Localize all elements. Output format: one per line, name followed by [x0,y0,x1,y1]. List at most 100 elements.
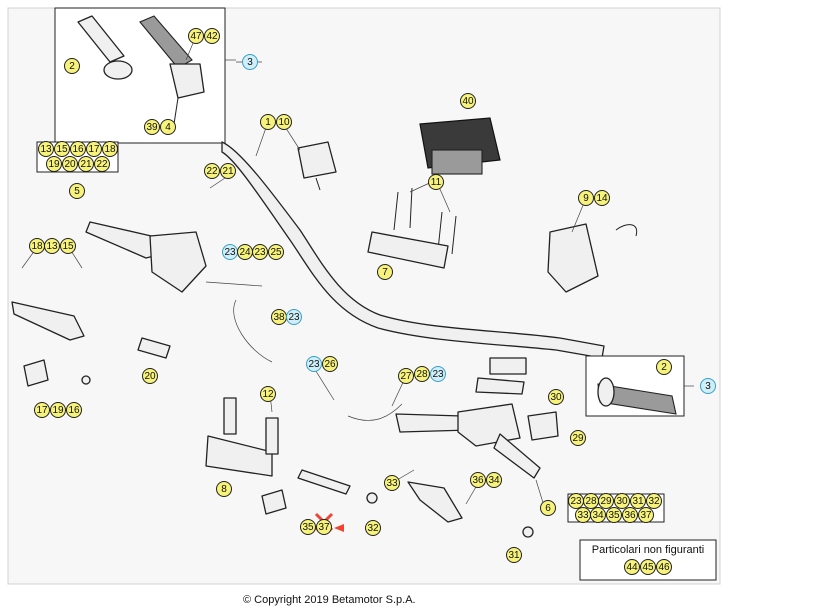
right-grip-throttle [139,15,205,125]
bolt-12b [265,417,279,455]
callout-32[interactable]: 32 [646,493,662,509]
callout-33[interactable]: 33 [384,475,400,491]
callout-24[interactable]: 24 [237,244,253,260]
callout-47[interactable]: 47 [188,28,204,44]
callout-17[interactable]: 17 [86,141,102,157]
callout-21[interactable]: 21 [78,156,94,172]
callout-29[interactable]: 29 [598,493,614,509]
callout-9[interactable]: 9 [578,190,594,206]
callout-label: 44 [626,562,638,573]
callout-label: 13 [40,144,52,155]
callout-37[interactable]: 37 [316,519,332,535]
callout-3[interactable]: 3 [700,378,716,394]
callout-23[interactable]: 23 [252,244,268,260]
callout-15[interactable]: 15 [54,141,70,157]
callout-label: 35 [302,522,314,533]
callout-18[interactable]: 18 [102,141,118,157]
lower-clamp [205,435,273,477]
callout-14[interactable]: 14 [594,190,610,206]
callout-21[interactable]: 21 [220,163,236,179]
callout-25[interactable]: 25 [268,244,284,260]
callout-23[interactable]: 23 [430,366,446,382]
callout-23[interactable]: 23 [222,244,238,260]
callout-31[interactable]: 31 [630,493,646,509]
callout-23[interactable]: 23 [286,309,302,325]
callout-5[interactable]: 5 [69,183,85,199]
lever-cap-2 [261,489,287,515]
callout-10[interactable]: 10 [276,114,292,130]
callout-22[interactable]: 22 [94,156,110,172]
callout-38[interactable]: 38 [271,309,287,325]
callout-7[interactable]: 7 [377,264,393,280]
callout-37[interactable]: 37 [638,507,654,523]
callout-22[interactable]: 22 [204,163,220,179]
callout-label: 30 [616,496,628,507]
callout-19[interactable]: 19 [46,156,62,172]
callout-31[interactable]: 31 [506,547,522,563]
callout-36[interactable]: 36 [470,472,486,488]
callout-26[interactable]: 26 [322,356,338,372]
callout-18[interactable]: 18 [29,238,45,254]
callout-label: 1 [265,117,271,128]
callout-12[interactable]: 12 [260,386,276,402]
callout-34[interactable]: 34 [590,507,606,523]
callout-40[interactable]: 40 [460,93,476,109]
rear-hose [347,403,403,421]
callout-36[interactable]: 36 [622,507,638,523]
callout-29[interactable]: 29 [570,430,586,446]
callout-label: 12 [262,389,274,400]
callout-2[interactable]: 2 [656,359,672,375]
master-cylinder-rear [457,403,521,447]
reservoir-cover [475,377,525,395]
callout-16[interactable]: 16 [70,141,86,157]
callout-2[interactable]: 2 [64,58,80,74]
callout-20[interactable]: 20 [142,368,158,384]
callout-28[interactable]: 28 [414,366,430,382]
callout-19[interactable]: 19 [50,402,66,418]
callout-1[interactable]: 1 [260,114,276,130]
callout-label: 22 [206,166,218,177]
callout-label: 3 [247,57,253,68]
callout-27[interactable]: 27 [398,368,414,384]
marker-arrow [334,524,344,532]
callout-label: 28 [585,496,597,507]
callout-11[interactable]: 11 [428,174,444,190]
callout-13[interactable]: 13 [38,141,54,157]
callout-32[interactable]: 32 [365,520,381,536]
callout-label: 15 [62,241,74,252]
callout-35[interactable]: 35 [606,507,622,523]
callout-44[interactable]: 44 [624,559,640,575]
callout-45[interactable]: 45 [640,559,656,575]
callout-23[interactable]: 23 [568,493,584,509]
callout-16[interactable]: 16 [66,402,82,418]
callout-label: 27 [400,371,412,382]
callout-label: 33 [386,478,398,489]
callout-label: 7 [382,267,388,278]
callout-15[interactable]: 15 [60,238,76,254]
callout-30[interactable]: 30 [614,493,630,509]
clamp-top [297,141,337,179]
callout-30[interactable]: 30 [548,389,564,405]
callout-13[interactable]: 13 [44,238,60,254]
callout-33[interactable]: 33 [575,507,591,523]
callout-39[interactable]: 39 [144,119,160,135]
callout-label: 35 [608,510,620,521]
callout-label: 42 [206,31,218,42]
clip-20 [137,337,171,359]
callout-20[interactable]: 20 [62,156,78,172]
callout-label: 2 [69,61,75,72]
callout-17[interactable]: 17 [34,402,50,418]
callout-42[interactable]: 42 [204,28,220,44]
callout-label: 40 [462,96,474,107]
callout-label: 20 [64,159,76,170]
callout-34[interactable]: 34 [486,472,502,488]
callout-8[interactable]: 8 [216,481,232,497]
callout-3[interactable]: 3 [242,54,258,70]
callout-6[interactable]: 6 [540,500,556,516]
callout-4[interactable]: 4 [160,119,176,135]
callout-35[interactable]: 35 [300,519,316,535]
callout-23[interactable]: 23 [306,356,322,372]
callout-label: 9 [583,193,589,204]
callout-46[interactable]: 46 [656,559,672,575]
callout-28[interactable]: 28 [583,493,599,509]
